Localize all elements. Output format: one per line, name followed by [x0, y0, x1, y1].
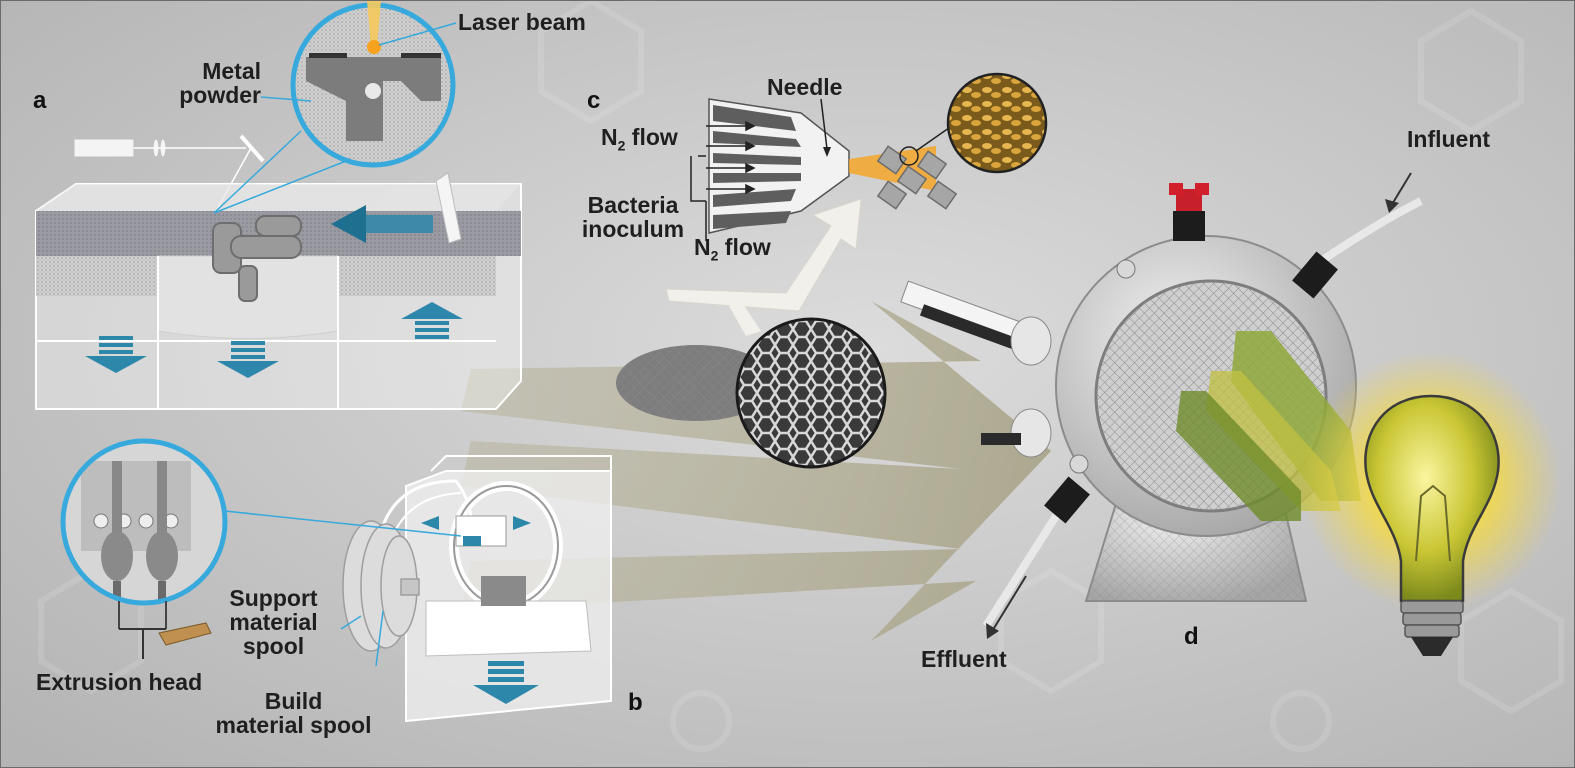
flow-text: flow — [625, 124, 678, 150]
label-support-line2: material — [229, 609, 318, 636]
arrow-down-icon — [217, 341, 279, 378]
panel-label-c: c — [587, 87, 601, 114]
label-build-line2: material spool — [215, 712, 372, 739]
panel-label-d: d — [1184, 623, 1199, 650]
label-build-material-spool: Build material spool — [196, 689, 391, 737]
label-metal-powder-line2: powder — [179, 82, 261, 109]
arrow-down-icon — [473, 661, 539, 704]
slm-printer — [35, 130, 522, 410]
n2-symbol: N — [601, 124, 618, 150]
label-support-material-spool: Support material spool — [216, 585, 331, 660]
scaffold — [616, 317, 887, 469]
label-bacteria-line1: Bacteria — [587, 192, 679, 218]
label-metal-powder: Metal powder — [161, 59, 261, 107]
fdm-printer — [205, 455, 612, 723]
bacteria-magnifier — [946, 72, 1048, 174]
label-laser-beam: Laser beam — [458, 9, 586, 35]
n2-subscript: 2 — [617, 137, 626, 154]
flow-text: flow — [718, 234, 771, 260]
label-build-line1: Build — [264, 688, 323, 714]
light-bulb-icon — [1301, 351, 1561, 656]
label-support-line1: Support — [229, 585, 318, 611]
needle-nozzle-icon — [690, 98, 958, 241]
extrusion-head — [118, 601, 212, 659]
label-n2-flow-top: N2 flow — [601, 125, 678, 153]
arrow-left-icon — [331, 205, 433, 243]
arrow-up-icon — [401, 302, 463, 339]
panel-label-a: a — [33, 87, 47, 114]
n2-subscript: 2 — [710, 247, 719, 264]
panel-label-b: b — [628, 689, 643, 716]
laser-beam-icon — [367, 1, 457, 54]
label-needle: Needle — [767, 74, 843, 100]
n2-symbol: N — [694, 234, 711, 260]
flow-arrows — [461, 301, 1051, 641]
label-support-line3: spool — [242, 633, 305, 660]
label-bacteria-line2: inoculum — [581, 216, 685, 243]
label-influent: Influent — [1407, 126, 1491, 152]
label-effluent: Effluent — [921, 646, 1007, 672]
arrow-down-icon — [85, 336, 147, 373]
magnifier-icon — [60, 438, 228, 606]
label-n2-flow-bottom: N2 flow — [694, 235, 771, 263]
label-metal-powder-line1: Metal — [202, 58, 261, 84]
label-extrusion-head: Extrusion head — [36, 669, 203, 695]
label-bacteria-inoculum: Bacteria inoculum — [573, 193, 693, 241]
